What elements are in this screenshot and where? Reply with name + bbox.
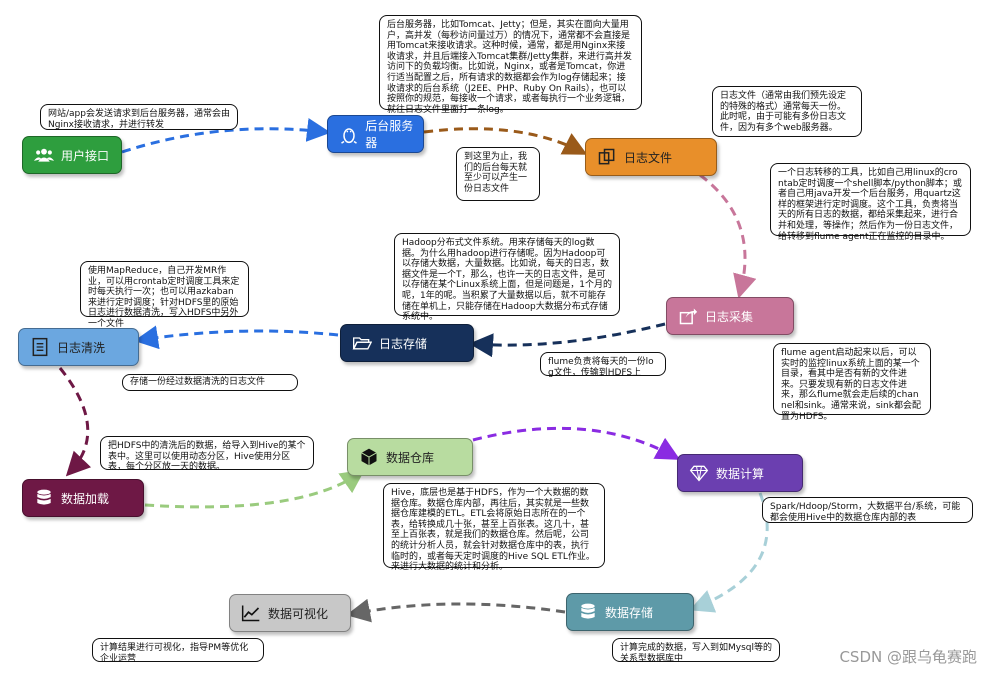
edge-clean-load bbox=[58, 367, 92, 477]
note-flume-agent: flume agent启动起来以后，可以实时的监控linux系统上面的某一个目录… bbox=[773, 343, 931, 422]
node-label: 数据加载 bbox=[61, 491, 110, 506]
copy-files-icon bbox=[596, 146, 618, 168]
note-cleaned-file: 存储一份经过数据清洗的日志文件 bbox=[122, 374, 298, 391]
note-flume-to-hdfs: flume负责将每天的一份log文件，传输到HDFS上 bbox=[540, 352, 666, 378]
folder-open-icon bbox=[351, 332, 373, 354]
node-log-collect[interactable]: 日志采集 bbox=[666, 297, 794, 335]
note-log-collect-tool: 一个日志转移的工具，比如自己用linux的crontab定时调度一个shell脚… bbox=[770, 163, 971, 242]
node-data-load[interactable]: 数据加载 bbox=[22, 479, 144, 517]
node-log-storage[interactable]: 日志存储 bbox=[340, 324, 474, 362]
note-log-file: 日志文件（通常由我们预先设定的特殊的格式）通常每天一份。此时呢，由于可能有多份日… bbox=[712, 86, 862, 137]
watermark: CSDN @跟乌龟赛跑 bbox=[839, 648, 977, 666]
node-label: 日志采集 bbox=[705, 309, 754, 324]
note-hadoop-storage: Hadoop分布式文件系统。用来存储每天的log数据。为什么用hadoop进行存… bbox=[394, 233, 620, 322]
edge-warehouse-compute bbox=[472, 426, 681, 460]
edge-compute-dbstore bbox=[689, 492, 769, 613]
edge-dbstore-viz bbox=[346, 598, 566, 623]
note-load-to-hive: 把HDFS中的清洗后的数据，给导入到Hive的某个表中。这里可以使用动态分区，H… bbox=[100, 436, 314, 472]
note-big-data-platform: Spark/Hdoop/Storm，大数据平台/系统，可能都会使用Hive中的数… bbox=[762, 497, 973, 523]
node-label: 数据可视化 bbox=[268, 606, 329, 621]
share-icon bbox=[677, 305, 699, 327]
edge-collect-storage bbox=[469, 322, 666, 358]
cube-icon bbox=[358, 446, 380, 468]
database-icon bbox=[577, 601, 599, 623]
edge-storage-clean bbox=[134, 325, 339, 350]
edge-backend-logfile bbox=[423, 127, 588, 155]
node-log-file[interactable]: 日志文件 bbox=[585, 138, 717, 176]
note-write-to-mysql: 计算完成的数据，写入到如Mysql等的关系型数据库中 bbox=[612, 638, 780, 664]
node-label: 数据存储 bbox=[605, 605, 654, 620]
users-icon bbox=[33, 144, 55, 166]
node-data-warehouse[interactable]: 数据仓库 bbox=[347, 438, 473, 476]
node-log-clean[interactable]: 日志清洗 bbox=[18, 328, 139, 366]
note-hive-warehouse: Hive，底层也是基于HDFS，作为一个大数据的数据仓库。数据仓库内部，再往后，… bbox=[383, 483, 605, 572]
note-mapreduce-clean: 使用MapReduce，自己开发MR作业，可以用crontab定时调度工具来定时… bbox=[80, 261, 249, 329]
node-label: 数据计算 bbox=[716, 466, 765, 481]
node-data-compute[interactable]: 数据计算 bbox=[677, 454, 803, 492]
node-backend-server[interactable]: 后台服务器 bbox=[327, 115, 424, 153]
database-icon bbox=[33, 487, 55, 509]
node-label: 用户接口 bbox=[61, 148, 110, 163]
edge-user-backend bbox=[121, 118, 331, 154]
diamond-icon bbox=[688, 462, 710, 484]
node-label: 日志存储 bbox=[379, 336, 428, 351]
linux-icon bbox=[338, 123, 359, 145]
document-icon bbox=[29, 336, 51, 358]
line-chart-icon bbox=[240, 602, 262, 624]
note-visualization: 计算结果进行可视化，指导PM等优化企业运营 bbox=[92, 638, 264, 664]
node-label: 日志清洗 bbox=[57, 340, 106, 355]
note-backend-daily-log: 到这里为止，我们的后台每天就至少可以产生一份日志文件 bbox=[456, 147, 540, 201]
node-label: 后台服务器 bbox=[365, 119, 414, 150]
edge-logfile-collect bbox=[699, 173, 757, 299]
node-data-visualization[interactable]: 数据可视化 bbox=[229, 594, 351, 632]
node-label: 日志文件 bbox=[624, 150, 673, 165]
edge-load-warehouse bbox=[144, 469, 365, 509]
note-backend-server: 后台服务器，比如Tomcat、Jetty；但是，其实在面向大量用户，高并发（每秒… bbox=[379, 15, 642, 115]
node-label: 数据仓库 bbox=[386, 450, 435, 465]
node-data-storage[interactable]: 数据存储 bbox=[566, 593, 694, 631]
node-user-interface[interactable]: 用户接口 bbox=[22, 136, 122, 174]
note-user-interface: 网站/app会发送请求到后台服务器，通常会由Nginx接收请求，并进行转发 bbox=[40, 104, 238, 130]
